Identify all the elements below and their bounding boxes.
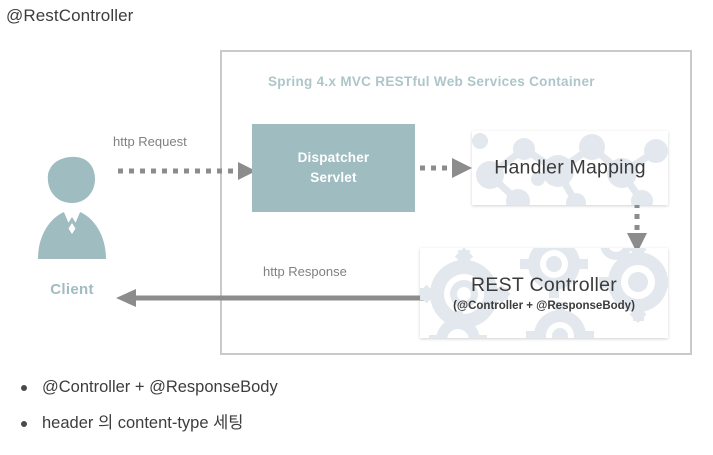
http-request-arrow bbox=[118, 162, 256, 180]
dispatcher-servlet-line-2: Servlet bbox=[310, 170, 357, 185]
dispatcher-servlet-node: Dispatcher Servlet bbox=[252, 124, 415, 212]
page-title: @RestController bbox=[6, 6, 134, 25]
dispatcher-servlet-label: Dispatcher Servlet bbox=[298, 148, 370, 187]
rest-controller-subtitle: (@Controller + @ResponseBody) bbox=[453, 300, 635, 312]
rest-controller-node: REST Controller (@Controller + @Response… bbox=[420, 248, 668, 338]
list-item: header 의 content-type 세팅 bbox=[21, 414, 278, 432]
handler-mapping-node: Handler Mapping bbox=[472, 131, 668, 205]
http-response-label: http Response bbox=[263, 264, 347, 279]
client-avatar bbox=[22, 155, 122, 263]
http-response-arrow bbox=[116, 289, 424, 307]
client-label: Client bbox=[50, 281, 94, 298]
user-person-icon bbox=[38, 156, 106, 259]
container-title-label: Spring 4.x MVC RESTful Web Services Cont… bbox=[268, 74, 595, 89]
dispatcher-to-handler-arrow bbox=[420, 158, 472, 178]
list-item: @Controller + @ResponseBody bbox=[21, 378, 278, 396]
handler-to-controller-arrow bbox=[627, 203, 647, 253]
dispatcher-servlet-line-1: Dispatcher bbox=[297, 150, 370, 166]
rest-controller-title: REST Controller bbox=[470, 274, 618, 296]
handler-mapping-label: Handler Mapping bbox=[494, 156, 646, 179]
http-request-label: http Request bbox=[113, 134, 187, 149]
rest-controller-text: REST Controller (@Controller + @Response… bbox=[420, 274, 668, 312]
notes-list: @Controller + @ResponseBody header 의 con… bbox=[16, 378, 278, 450]
